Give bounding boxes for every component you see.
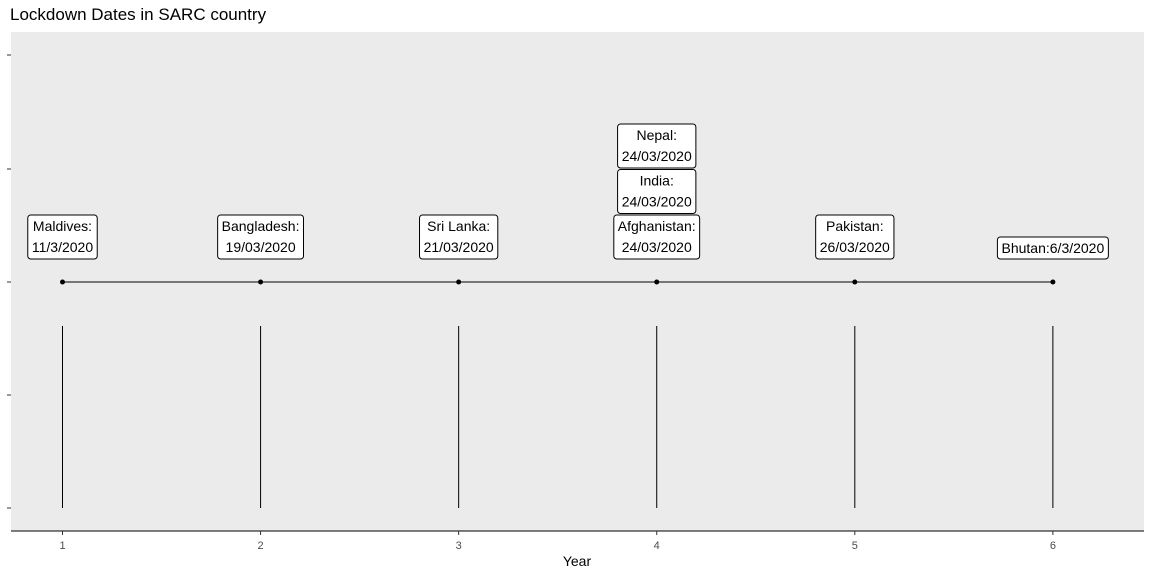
label-line-0-0: Maldives: <box>33 218 92 234</box>
label-box-3 <box>613 214 701 260</box>
x-axis-ticks: 1 2 3 4 5 6 <box>59 531 1056 552</box>
label-3: Afghanistan: 24/03/2020 <box>613 214 701 260</box>
label-5: Nepal: 24/03/2020 <box>617 123 697 169</box>
label-box-4 <box>617 169 697 214</box>
point-1 <box>258 279 264 285</box>
label-text-6: Pakistan: 26/03/2020 <box>820 218 890 255</box>
label-line-3-0: Afghanistan: <box>618 218 696 234</box>
points <box>60 279 1056 285</box>
y-axis-ticks <box>7 54 11 509</box>
label-line-4-1: 24/03/2020 <box>622 194 692 210</box>
labels: Maldives: 11/3/2020 Bangladesh: 19/03/2020 S… <box>27 123 1109 260</box>
label-0: Maldives: 11/3/2020 <box>27 214 98 260</box>
point-2 <box>456 279 462 285</box>
label-line-6-0: Pakistan: <box>826 218 884 234</box>
label-text-5: Nepal: 24/03/2020 <box>622 127 692 164</box>
label-text-3: Afghanistan: 24/03/2020 <box>618 218 696 255</box>
label-line-4-0: India: <box>640 173 674 189</box>
label-line-1-0: Bangladesh: <box>222 218 300 234</box>
label-text-1: Bangladesh: 19/03/2020 <box>222 218 300 255</box>
x-tick-label-2: 3 <box>456 540 462 552</box>
x-tick-label-4: 5 <box>852 540 858 552</box>
label-line-3-1: 24/03/2020 <box>622 239 692 255</box>
stems <box>62 326 1054 508</box>
point-3 <box>654 279 660 285</box>
label-box-0 <box>27 214 98 260</box>
label-2: Sri Lanka: 21/03/2020 <box>419 214 499 260</box>
label-line-5-1: 24/03/2020 <box>622 148 692 164</box>
label-4: India: 24/03/2020 <box>617 169 697 214</box>
label-box-5 <box>617 123 697 169</box>
x-tick-label-3: 4 <box>654 540 660 552</box>
x-tick-label-1: 2 <box>258 540 264 552</box>
point-4 <box>852 279 858 285</box>
point-0 <box>60 279 65 285</box>
label-line-2-0: Sri Lanka: <box>427 218 490 234</box>
point-5 <box>1050 279 1056 285</box>
label-text-0: Maldives: 11/3/2020 <box>32 218 93 255</box>
label-1: Bangladesh: 19/03/2020 <box>217 214 304 260</box>
label-box-1 <box>217 214 304 260</box>
x-tick-label-0: 1 <box>59 540 65 552</box>
label-7: Bhutan:6/3/2020 <box>996 236 1109 260</box>
label-6: Pakistan: 26/03/2020 <box>815 214 895 260</box>
label-text-2: Sri Lanka: 21/03/2020 <box>424 218 494 255</box>
chart-title: Lockdown Dates in SARC country <box>10 5 267 24</box>
label-line-7-0: Bhutan:6/3/2020 <box>1002 240 1105 256</box>
label-line-5-0: Nepal: <box>636 127 676 143</box>
label-box-2 <box>419 214 499 260</box>
label-line-2-1: 21/03/2020 <box>424 239 494 255</box>
label-line-0-1: 11/3/2020 <box>32 239 93 255</box>
label-box-7 <box>996 236 1109 260</box>
label-text-4: India: 24/03/2020 <box>622 173 692 210</box>
label-line-1-1: 19/03/2020 <box>226 239 296 255</box>
label-text-7: Bhutan:6/3/2020 <box>1002 240 1105 256</box>
x-tick-label-5: 6 <box>1050 540 1056 552</box>
label-box-6 <box>815 214 895 260</box>
label-line-6-1: 26/03/2020 <box>820 239 890 255</box>
x-axis-title: Year <box>563 553 592 569</box>
